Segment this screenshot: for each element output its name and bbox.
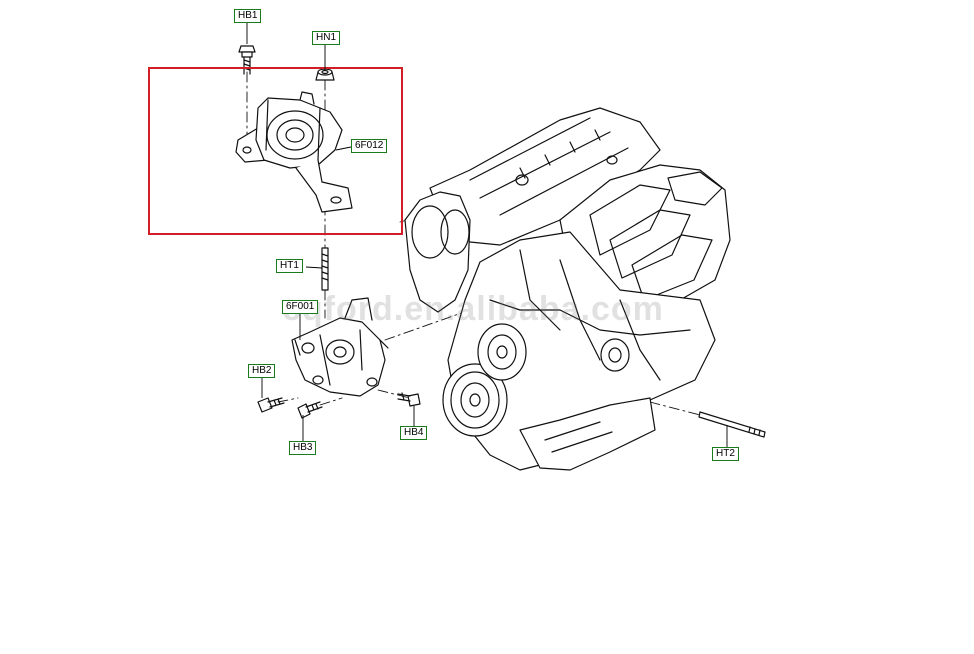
engine-block [404,107,731,471]
stud-ht1 [321,247,329,291]
bolt-hb2 [257,397,285,413]
callout-hb3: HB3 [289,441,317,455]
assembly-lines [246,71,701,416]
callout-ht2: HT2 [712,447,739,461]
callout-hb1: HB1 [234,9,262,23]
watermark: cqford.en.alibaba.com [282,290,664,328]
bolt-hb3 [297,401,323,419]
lower-bracket-6f001 [291,297,389,397]
callout-ht1: HT1 [276,259,303,273]
bolt-hb1 [238,45,256,75]
callout-hb4: HB4 [400,426,428,440]
callout-hb2: HB2 [248,364,276,378]
callout-hn1: HN1 [312,31,341,45]
stud-ht2 [698,411,766,438]
bolt-hb4 [397,392,421,407]
callout-6f001: 6F001 [282,300,319,314]
callout-6f012: 6F012 [351,139,388,153]
upper-engine-mount-6f012 [235,91,353,213]
highlight-box [148,67,403,235]
